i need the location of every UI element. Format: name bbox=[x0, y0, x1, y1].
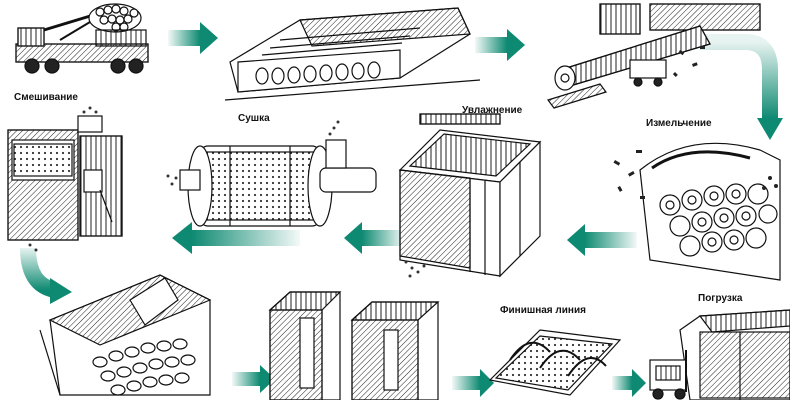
flow-arrow-grinding-to-moistening bbox=[567, 224, 637, 256]
flow-arrow-press-to-cooling bbox=[232, 365, 275, 393]
label-finishing-line: Финишная линия bbox=[500, 305, 586, 316]
moistening-unit-illustration bbox=[398, 113, 542, 278]
loading-railcar-illustration bbox=[649, 309, 790, 400]
log-storage-illustration bbox=[224, 7, 481, 101]
label-mixing: Смешивание bbox=[14, 92, 78, 103]
mixing-unit-illustration bbox=[7, 106, 123, 252]
flow-arrow-storage-to-debarking bbox=[475, 29, 525, 61]
flow-arrow-mixing-to-press bbox=[20, 247, 72, 304]
flow-arrow-moistening-to-drying bbox=[344, 222, 404, 254]
cooling-tower-illustration bbox=[268, 291, 440, 400]
label-grinding: Измельчение bbox=[646, 118, 712, 129]
drying-drum-illustration bbox=[166, 120, 377, 227]
label-drying: Сушка bbox=[238, 113, 270, 124]
flow-arrow-debarking-to-grinding bbox=[700, 34, 783, 140]
debarking-machine-illustration bbox=[547, 3, 761, 109]
log-delivery-truck-illustration bbox=[15, 3, 149, 74]
flow-arrow-delivery-to-storage bbox=[168, 22, 218, 54]
pellet-press-illustration bbox=[39, 274, 212, 396]
finishing-line-illustration bbox=[488, 329, 622, 396]
label-loading: Погрузка bbox=[698, 293, 743, 304]
label-moistening: Увлажнение bbox=[462, 105, 523, 116]
flow-arrow-drying-to-mixing bbox=[172, 222, 300, 254]
grinding-machine-illustration bbox=[613, 142, 781, 281]
flow-arrow-finishing-to-loading bbox=[612, 369, 646, 397]
flow-arrow-cooling-to-finishing bbox=[452, 369, 494, 397]
